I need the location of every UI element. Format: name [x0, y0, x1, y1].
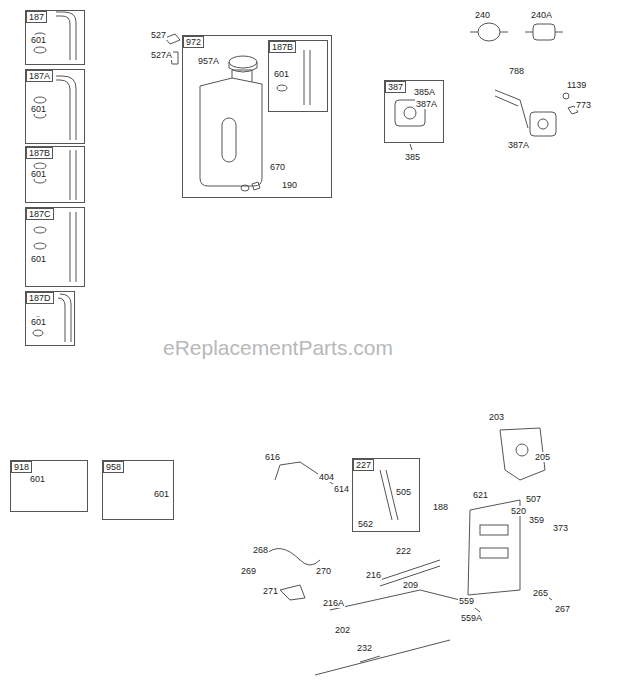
callout-number: 202	[334, 625, 351, 635]
callout-number: 188	[432, 502, 449, 512]
callout-number: 190	[281, 180, 298, 190]
callout-number: 240	[474, 10, 491, 20]
group-number: 387	[385, 81, 406, 93]
callout-number: 621	[472, 490, 489, 500]
callout-number: 267	[554, 604, 571, 614]
group-number: 187B	[269, 41, 296, 53]
fuel-tank-drawing	[200, 50, 310, 191]
callout-number: 562	[357, 519, 374, 529]
callout-number: 268	[252, 545, 269, 555]
callout-number: 601	[30, 104, 47, 114]
governor-controls-drawing	[265, 428, 552, 675]
parts-group-box: 918601	[10, 460, 88, 512]
callout-number: 527	[150, 30, 167, 40]
callout-number: 385	[404, 152, 421, 162]
callout-number: 601	[30, 35, 47, 45]
callout-number: 601	[30, 169, 47, 179]
callout-number: 1139	[566, 80, 587, 90]
group-number: 187B	[26, 147, 53, 159]
callout-number: 559A	[460, 613, 483, 623]
callout-number: 601	[30, 254, 47, 264]
callout-number: 520	[510, 506, 527, 516]
parts-group-box: 187C 601	[25, 207, 85, 287]
callout-number: 265	[532, 588, 549, 598]
solenoid-drawing	[395, 90, 578, 150]
callout-number: 373	[552, 523, 569, 533]
group-number: 918	[11, 461, 32, 473]
parts-group-box: 958 601	[102, 460, 174, 520]
callout-number: 616	[264, 452, 281, 462]
group-number: 187	[26, 11, 47, 23]
callout-number: 601	[153, 489, 170, 499]
callout-number: 614	[333, 484, 350, 494]
fuel-filter-drawing	[470, 23, 563, 41]
callout-number: 270	[315, 566, 332, 576]
callout-number: 203	[488, 412, 505, 422]
callout-number: 271	[262, 586, 279, 596]
callout-number: 269	[240, 566, 257, 576]
parts-group-box: 227 505 562	[352, 458, 420, 532]
callout-number: 216	[365, 570, 382, 580]
group-number: 227	[353, 459, 374, 471]
callout-number: 601	[29, 474, 46, 484]
callout-number: 559	[458, 596, 475, 606]
parts-group-box: 187A 601	[25, 69, 85, 144]
callout-number: 232	[356, 643, 373, 653]
watermark: eReplacementParts.com	[162, 336, 394, 360]
callout-number: 601	[30, 317, 47, 327]
callout-number: 505	[395, 487, 412, 497]
callout-number: 205	[534, 452, 551, 462]
callout-number: 222	[395, 546, 412, 556]
callout-number: 387A	[507, 140, 530, 150]
callout-number: 209	[402, 580, 419, 590]
group-number: 187C	[26, 208, 54, 220]
parts-group-box: 972 957A 670 190 187B 601	[182, 35, 332, 198]
parts-group-box: 187B 601	[268, 40, 328, 112]
group-number: 187A	[26, 70, 53, 82]
callout-number: 670	[269, 162, 286, 172]
parts-group-box: 187 601	[25, 10, 85, 65]
group-number: 958	[103, 461, 124, 473]
callout-number: 240A	[530, 10, 553, 20]
parts-group-box: 187B 601	[25, 146, 85, 203]
group-number: 187D	[26, 292, 54, 304]
callout-number: 216A	[322, 598, 345, 608]
parts-group-box: 387 385A 387A	[384, 80, 444, 143]
callout-number: 359	[528, 515, 545, 525]
callout-number: 387A	[415, 99, 438, 109]
callout-number: 957A	[197, 56, 220, 66]
callout-number: 773	[575, 100, 592, 110]
callout-number: 527A	[150, 50, 173, 60]
parts-group-box: 187D 601	[25, 291, 75, 346]
clip-drawing	[165, 34, 180, 44]
group-number: 972	[183, 36, 204, 48]
callout-number: 404	[318, 472, 335, 482]
callout-number: 385A	[413, 87, 436, 97]
callout-number: 788	[508, 66, 525, 76]
callout-number: 507	[525, 494, 542, 504]
callout-number: 601	[273, 69, 290, 79]
